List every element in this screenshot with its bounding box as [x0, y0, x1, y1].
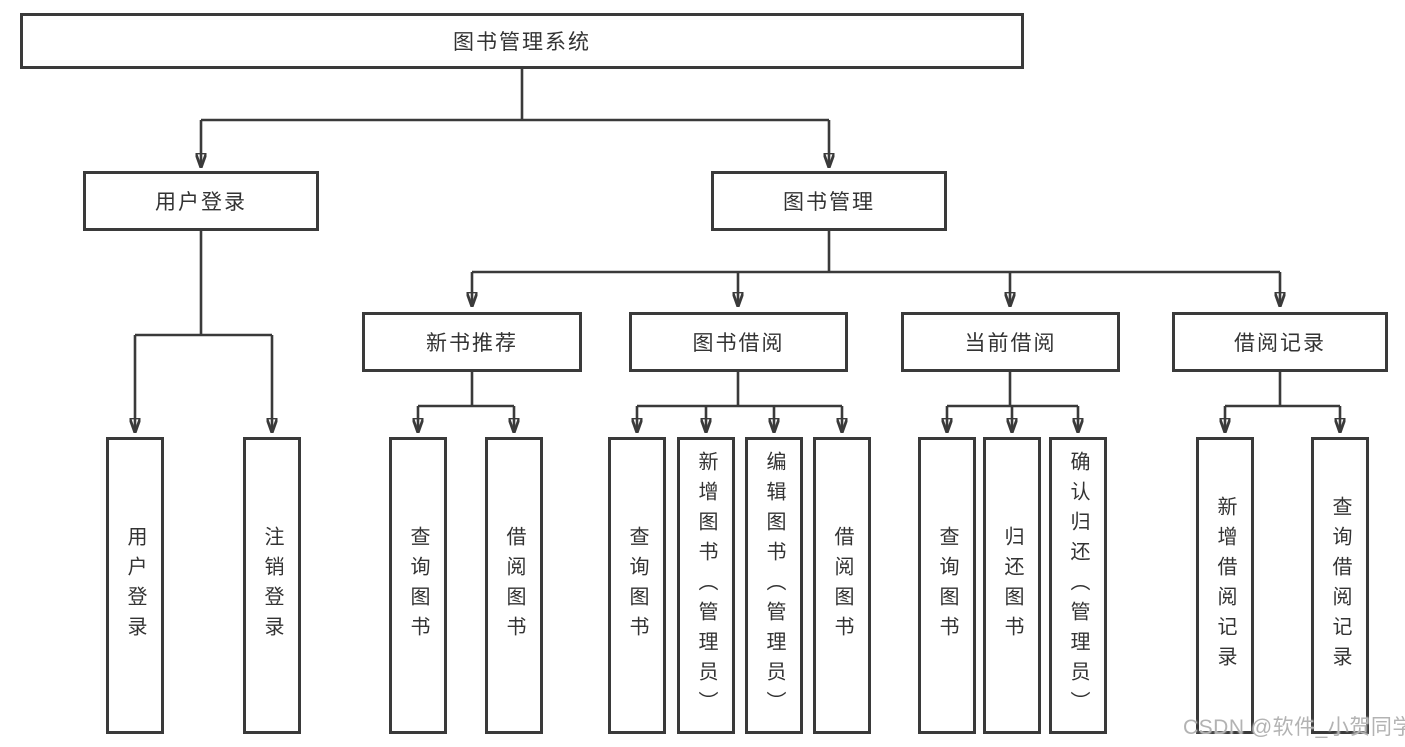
leaf-add-book-admin: 新增图书（管理员）	[677, 437, 735, 734]
node-user-login: 用户登录	[83, 171, 319, 231]
leaf-borrow-books-recommend: 借阅图书	[485, 437, 543, 734]
node-borrowing-records-label: 借阅记录	[1234, 332, 1326, 355]
leaf-query-books-recommend-label: 查询图书	[407, 525, 429, 646]
leaf-edit-book-admin: 编辑图书（管理员）	[745, 437, 803, 734]
node-book-borrowing-label: 图书借阅	[692, 332, 785, 355]
node-new-book-recommendation-label: 新书推荐	[426, 332, 518, 355]
leaf-borrow-books-borrowing: 借阅图书	[813, 437, 871, 734]
leaf-query-books-borrowing-label: 查询图书	[626, 525, 648, 646]
node-book-management-label: 图书管理	[783, 191, 875, 214]
leaf-borrow-books-borrowing-label: 借阅图书	[831, 525, 853, 646]
leaf-add-borrow-record: 新增借阅记录	[1196, 437, 1254, 734]
root-node-label: 图书管理系统	[453, 31, 591, 54]
leaf-add-book-admin-label: 新增图书（管理员）	[695, 450, 717, 721]
leaf-query-books-borrowing: 查询图书	[608, 437, 666, 734]
leaf-query-borrow-record: 查询借阅记录	[1311, 437, 1369, 734]
leaf-confirm-return-admin: 确认归还（管理员）	[1049, 437, 1107, 734]
leaf-user-login-label: 用户登录	[124, 525, 146, 646]
leaf-return-books: 归还图书	[983, 437, 1041, 734]
node-new-book-recommendation: 新书推荐	[362, 312, 582, 372]
leaf-query-books-current: 查询图书	[918, 437, 976, 734]
node-current-borrowing: 当前借阅	[901, 312, 1120, 372]
node-book-management: 图书管理	[711, 171, 947, 231]
leaf-user-login: 用户登录	[106, 437, 164, 734]
leaf-borrow-books-recommend-label: 借阅图书	[503, 525, 525, 646]
node-user-login-label: 用户登录	[155, 191, 247, 214]
leaf-query-books-recommend: 查询图书	[389, 437, 447, 734]
leaf-add-borrow-record-label: 新增借阅记录	[1214, 495, 1236, 676]
csdn-watermark: CSDN @软件_小贺同学	[1183, 716, 1405, 739]
leaf-logout-label: 注销登录	[261, 525, 283, 646]
leaf-confirm-return-admin-label: 确认归还（管理员）	[1067, 450, 1089, 721]
leaf-edit-book-admin-label: 编辑图书（管理员）	[763, 450, 785, 721]
node-current-borrowing-label: 当前借阅	[964, 332, 1057, 355]
leaf-query-books-current-label: 查询图书	[936, 525, 958, 646]
leaf-logout: 注销登录	[243, 437, 301, 734]
node-borrowing-records: 借阅记录	[1172, 312, 1388, 372]
leaf-return-books-label: 归还图书	[1001, 525, 1023, 646]
leaf-query-borrow-record-label: 查询借阅记录	[1329, 495, 1351, 676]
root-node: 图书管理系统	[20, 13, 1024, 69]
node-book-borrowing: 图书借阅	[629, 312, 848, 372]
